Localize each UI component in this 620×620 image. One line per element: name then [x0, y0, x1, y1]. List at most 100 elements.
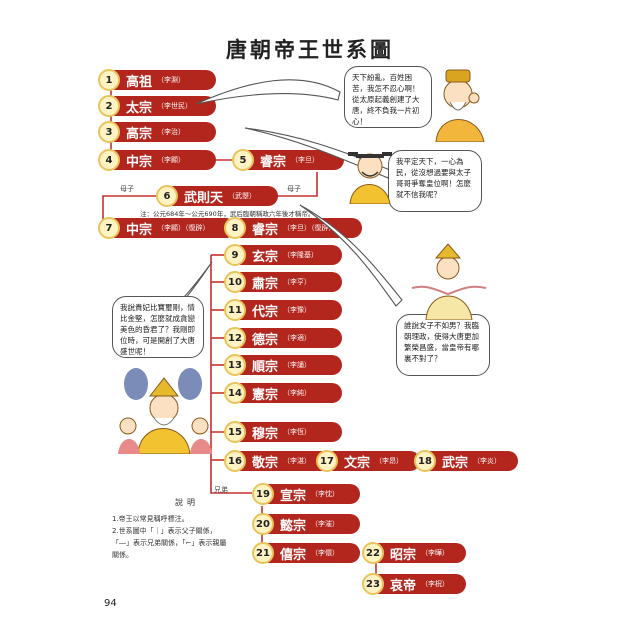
emperor-node-18[interactable]: 18 武宗（李炎）	[414, 450, 518, 472]
emperor-number: 2	[98, 95, 120, 117]
gaozu-figure-illustration	[435, 69, 485, 142]
legend-title: 說明	[175, 498, 199, 507]
emperor-name: 文宗	[344, 455, 371, 471]
emperor-personal-name: （李豫）	[283, 306, 312, 314]
emperor-name: 玄宗	[252, 249, 279, 265]
emperor-node-20[interactable]: 20 懿宗（李漼）	[252, 513, 360, 535]
emperor-name: 德宗	[252, 332, 279, 348]
emperor-personal-name: （李湛）	[283, 457, 312, 465]
emperor-node-11[interactable]: 11 代宗（李豫）	[224, 299, 342, 321]
emperor-node-3[interactable]: 3 高宗 （李治）	[98, 121, 216, 143]
emperor-number: 13	[224, 354, 246, 376]
page-title: 唐朝帝王世系圖	[226, 38, 394, 62]
emperor-name: 順宗	[252, 359, 279, 375]
emperor-node-13[interactable]: 13 順宗 （李誦）	[224, 354, 342, 376]
emperor-node-9[interactable]: 9 玄宗 （李隆基）	[224, 244, 342, 266]
emperor-number: 10	[224, 271, 246, 293]
emperor-personal-name: （李適）	[283, 334, 312, 342]
emperor-number: 20	[252, 513, 274, 535]
legend: 說明 1.帝王以常見稱呼標注。 2.世系圖中「｜」表示父子關係， 「―」表示兄弟…	[112, 497, 262, 561]
emperor-number: 3	[98, 121, 120, 143]
emperor-node-15[interactable]: 15 穆宗 （李恆）	[224, 421, 342, 443]
legend-line: 關係。	[112, 551, 133, 559]
emperor-personal-name: （李顯）	[157, 156, 186, 164]
legend-line: 2.世系圖中「｜」表示父子關係，	[112, 527, 217, 535]
emperor-number: 18	[414, 450, 436, 472]
emperor-number: 15	[224, 421, 246, 443]
emperor-node-8[interactable]: 8 睿宗 （李旦）（復辟）	[224, 217, 362, 239]
emperor-node-1[interactable]: 1 高祖（李淵）	[98, 69, 216, 91]
emperor-number: 4	[98, 149, 120, 171]
emperor-node-5[interactable]: 5 睿宗 （李旦）	[232, 149, 344, 171]
legend-line: 「―」表示兄弟關係，「⌐」表示親屬	[112, 539, 227, 547]
emperor-node-4[interactable]: 4 中宗（李顯）	[98, 149, 216, 171]
emperor-name: 僖宗	[280, 547, 307, 563]
relation-label-brothers: 兄弟	[214, 486, 228, 494]
emperor-name: 肅宗	[252, 276, 279, 292]
emperor-number: 23	[362, 573, 384, 595]
legend-line: 1.帝王以常見稱呼標注。	[112, 515, 189, 523]
emperor-number: 7	[98, 217, 120, 239]
emperor-personal-name: （李旦）	[291, 156, 320, 164]
emperor-personal-name: （李隆基）	[283, 251, 319, 259]
emperor-name: 宣宗	[280, 488, 307, 504]
emperor-node-14[interactable]: 14 憲宗 （李純）	[224, 382, 342, 404]
emperor-number: 9	[224, 244, 246, 266]
emperor-personal-name: （李恆）	[283, 428, 312, 436]
emperor-personal-name: （李亨）	[283, 278, 312, 286]
emperor-node-6[interactable]: 6 武則天（武曌）	[156, 185, 278, 207]
bubble-wuzetian: 誰說女子不如男？我臨朝理政，使得大唐更加繁榮昌盛，當皇帝有哪裏不對了？	[396, 314, 490, 376]
emperor-node-17[interactable]: 17 文宗 （李昂）	[316, 450, 420, 472]
emperor-number: 21	[252, 542, 274, 564]
emperor-name: 高祖	[126, 74, 153, 90]
emperor-name: 睿宗	[252, 222, 279, 238]
page-number: 94	[104, 598, 117, 609]
emperor-personal-name: （李儇）	[311, 549, 340, 557]
emperor-name: 太宗	[126, 100, 153, 116]
emperor-personal-name: （李曄）	[421, 549, 450, 557]
emperor-name: 昭宗	[390, 547, 417, 563]
emperor-name: 憲宗	[252, 387, 279, 403]
emperor-number: 6	[156, 185, 178, 207]
emperor-name: 睿宗	[260, 154, 287, 170]
emperor-number: 12	[224, 327, 246, 349]
emperor-number: 8	[224, 217, 246, 239]
bubble-xuanzong: 我說貴妃比寶璽剛，情比金堅，怎麼就成貪戀美色的昏君了？我剛即位時，可是開創了大唐…	[112, 296, 204, 358]
emperor-node-23[interactable]: 23 哀帝（李柷）	[362, 573, 466, 595]
emperor-personal-name: （李柷）	[421, 580, 450, 588]
bubble-taizong: 我平定天下，一心為民，從沒想過要與太子哥哥爭奪皇位啊！怎麼就不信我呢？	[388, 150, 482, 212]
bubble-gaozu: 天下紛亂，百姓困苦，我怎不忍心啊！從太原起義創建了大唐，終不負我一片初心！	[344, 66, 432, 128]
emperor-number: 17	[316, 450, 338, 472]
emperor-personal-name: （武曌）	[228, 192, 257, 200]
emperor-name: 穆宗	[252, 426, 279, 442]
emperor-name: 中宗	[126, 222, 153, 238]
emperor-personal-name: （李旦）（復辟）	[283, 224, 336, 232]
emperor-personal-name: （李治）	[157, 128, 186, 136]
emperor-node-7[interactable]: 7 中宗 （李顯）（復辟）	[98, 217, 236, 239]
emperor-personal-name: （李昂）	[375, 457, 404, 465]
emperor-number: 11	[224, 299, 246, 321]
emperor-node-19[interactable]: 19 宣宗（李忱）	[252, 483, 360, 505]
emperor-personal-name: （李淵）	[157, 76, 186, 84]
emperor-node-12[interactable]: 12 德宗 （李適）	[224, 327, 342, 349]
emperor-personal-name: （李顯）（復辟）	[157, 224, 210, 232]
emperor-personal-name: （李純）	[283, 389, 312, 397]
taizong-figure-illustration	[348, 152, 392, 204]
emperor-number: 22	[362, 542, 384, 564]
emperor-personal-name: （李炎）	[473, 457, 502, 465]
emperor-personal-name: （李忱）	[311, 490, 340, 498]
emperor-node-2[interactable]: 2 太宗 （李世民）	[98, 95, 216, 117]
emperor-node-10[interactable]: 10 肅宗 （李亨）	[224, 271, 342, 293]
relation-label-mother-son-right: 母子	[287, 185, 301, 193]
emperor-number: 14	[224, 382, 246, 404]
emperor-name: 高宗	[126, 126, 153, 142]
emperor-node-22[interactable]: 22 昭宗 （李曄）	[362, 542, 466, 564]
wuzetian-figure-illustration	[411, 243, 487, 320]
wu-zetian-note: 注：公元684年～公元690年，武后臨朝稱政六年後才稱帝。	[140, 210, 315, 218]
emperor-personal-name: （李誦）	[283, 361, 312, 369]
emperor-personal-name: （李世民）	[157, 102, 193, 110]
emperor-node-21[interactable]: 21 僖宗 （李儇）	[252, 542, 360, 564]
emperor-number: 5	[232, 149, 254, 171]
emperor-name: 懿宗	[280, 518, 307, 534]
